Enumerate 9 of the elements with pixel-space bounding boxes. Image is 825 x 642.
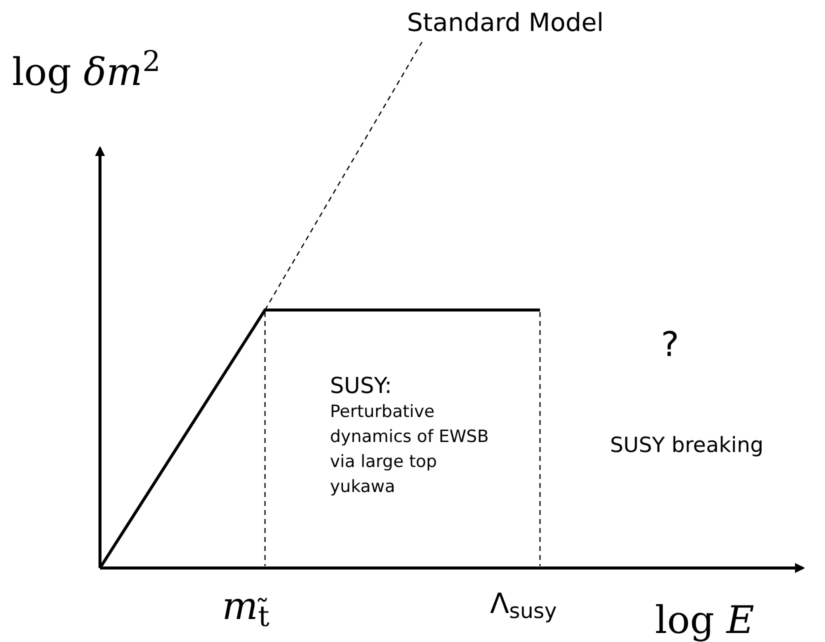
axis-label: log E [655, 597, 754, 642]
axis-label: log δm$^{2}$ [12, 44, 160, 96]
tick-label: m$_{t̃}$ [222, 583, 270, 635]
tick-label: Λ$_{susy}$ [490, 586, 557, 625]
curve-label: Standard Model [407, 7, 604, 39]
region-description: Perturbative dynamics of EWSB via large top yukawa [330, 401, 490, 499]
region-label: SUSY breaking [610, 432, 764, 459]
question-mark: ? [661, 324, 680, 367]
region-heading: SUSY: [330, 373, 392, 401]
